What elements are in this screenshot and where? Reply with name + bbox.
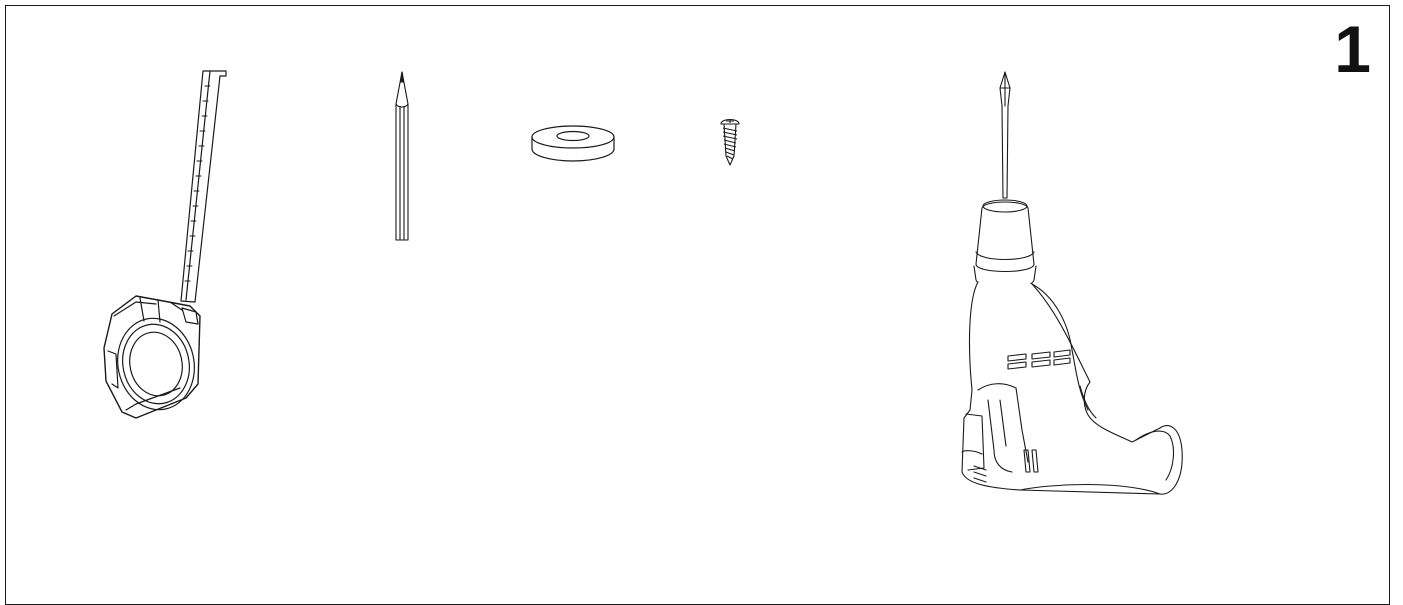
pencil-icon: [390, 70, 414, 246]
screw-icon: [718, 116, 742, 168]
step-number: 1: [1334, 12, 1371, 86]
washer-icon: [530, 124, 616, 164]
drill-icon: [960, 70, 1200, 502]
tape-measure-icon: [100, 66, 235, 422]
